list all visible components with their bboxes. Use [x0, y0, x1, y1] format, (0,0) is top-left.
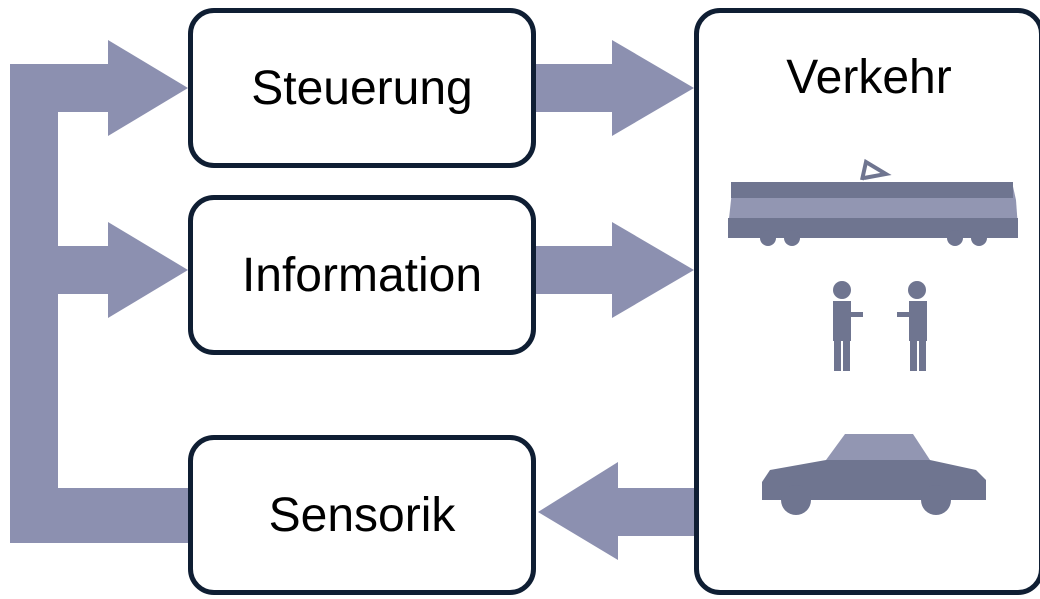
- verkehr-box: Verkehr: [694, 8, 1040, 595]
- output-arrows: [536, 40, 694, 318]
- information-label: Information: [241, 248, 483, 302]
- steuerung-to-verkehr-shaft: [536, 64, 616, 112]
- verkehr-label: Verkehr: [786, 51, 952, 104]
- verkehr-to-sensorik-shaft: [616, 488, 696, 536]
- sensor-arrow: [538, 462, 696, 560]
- branch-to-steuerung-arrowhead: [108, 40, 188, 136]
- sensorik-label: Sensorik: [268, 488, 456, 542]
- information-to-verkehr-arrowhead: [612, 222, 694, 318]
- steuerung-label: Steuerung: [251, 61, 473, 115]
- sensorik-box: Sensorik: [188, 435, 536, 595]
- branch-to-information-shaft: [10, 246, 110, 294]
- steuerung-to-verkehr-arrowhead: [612, 40, 694, 136]
- steuerung-box: Steuerung: [188, 8, 536, 168]
- branch-to-steuerung-shaft: [10, 64, 110, 112]
- people-icon: [833, 281, 927, 371]
- tram-icon: [728, 158, 1018, 246]
- loop-vertical-bar: [10, 64, 58, 543]
- verkehr-to-sensorik-arrowhead: [538, 462, 618, 560]
- information-to-verkehr-shaft: [536, 246, 616, 294]
- information-box: Information: [188, 195, 536, 355]
- car-icon: [762, 434, 986, 515]
- feedback-loop-arrows: [10, 40, 190, 543]
- branch-to-information-arrowhead: [108, 222, 188, 318]
